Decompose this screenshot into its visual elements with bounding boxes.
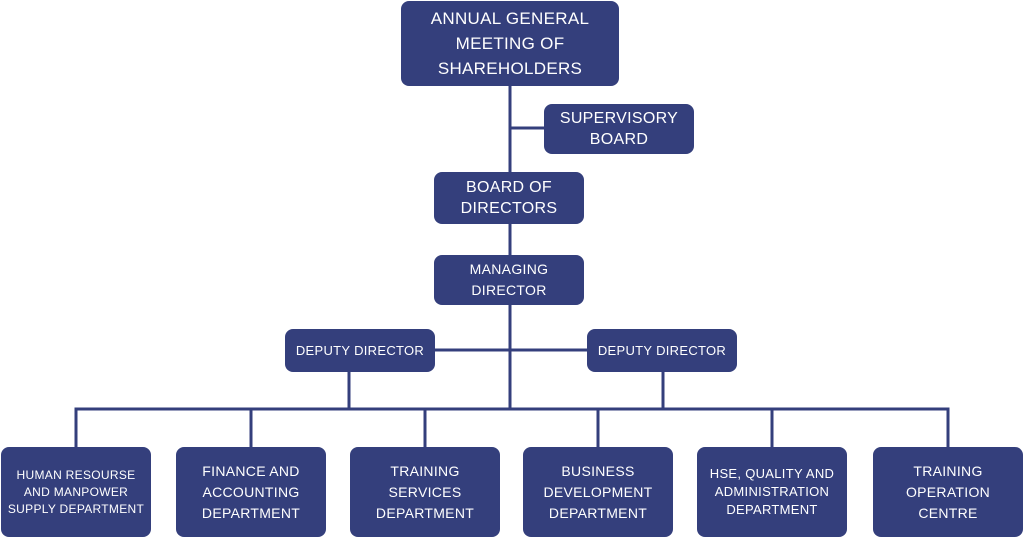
node-managing-director: MANAGING DIRECTOR (434, 255, 584, 305)
node-board-of-directors: BOARD OF DIRECTORS (434, 172, 584, 224)
node-label: DEPUTY DIRECTOR (295, 342, 425, 358)
node-label: DEPUTY DIRECTOR (597, 342, 727, 358)
node-label: HUMAN RESOURSE AND MANPOWER SUPPLY DEPAR… (7, 467, 145, 516)
node-label: MANAGING DIRECTOR (469, 261, 549, 298)
node-label: BOARD OF DIRECTORS (460, 179, 558, 217)
node-label: HSE, QUALITY AND ADMINISTRATION DEPARTME… (709, 466, 835, 517)
node-annual-general-meeting: ANNUAL GENERAL MEETING OF SHAREHOLDERS (401, 1, 619, 86)
node-business-development-department: BUSINESS DEVELOPMENT DEPARTMENT (523, 447, 673, 537)
node-deputy-director-left: DEPUTY DIRECTOR (285, 329, 435, 372)
node-label: SUPERVISORY BOARD (559, 110, 679, 148)
node-training-operation-centre: TRAINING OPERATION CENTRE (873, 447, 1023, 537)
node-deputy-director-right: DEPUTY DIRECTOR (587, 329, 737, 372)
node-label: TRAINING SERVICES DEPARTMENT (375, 462, 475, 521)
node-label: TRAINING OPERATION CENTRE (905, 462, 991, 521)
node-label: ANNUAL GENERAL MEETING OF SHAREHOLDERS (430, 9, 590, 78)
node-hse-department: HSE, QUALITY AND ADMINISTRATION DEPARTME… (697, 447, 847, 537)
node-label: FINANCE AND ACCOUNTING DEPARTMENT (201, 462, 301, 521)
node-supervisory-board: SUPERVISORY BOARD (544, 104, 694, 154)
node-hr-department: HUMAN RESOURSE AND MANPOWER SUPPLY DEPAR… (1, 447, 151, 537)
node-finance-department: FINANCE AND ACCOUNTING DEPARTMENT (176, 447, 326, 537)
node-label: BUSINESS DEVELOPMENT DEPARTMENT (543, 462, 653, 521)
node-training-services-department: TRAINING SERVICES DEPARTMENT (350, 447, 500, 537)
